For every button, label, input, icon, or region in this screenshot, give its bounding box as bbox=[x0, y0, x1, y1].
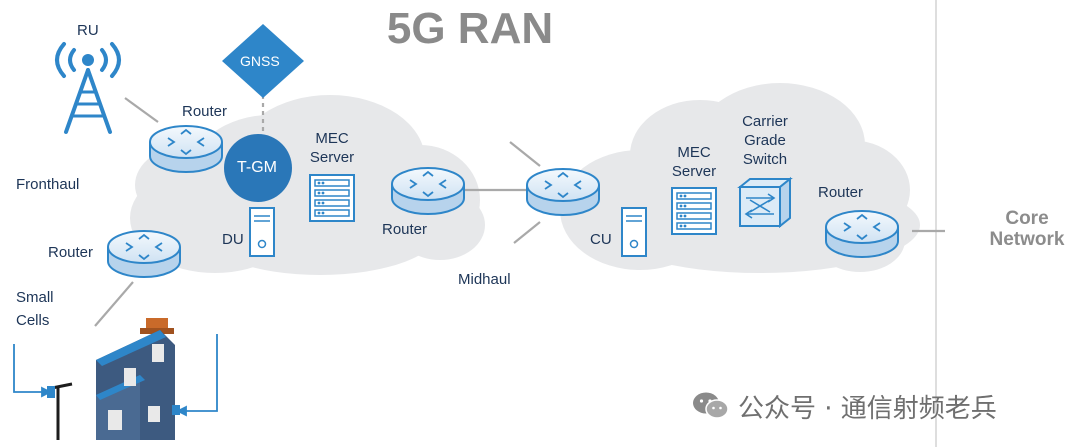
label-router-mid: Router bbox=[382, 221, 428, 238]
mec-server-left-icon bbox=[309, 174, 355, 222]
tgm-circle bbox=[224, 134, 292, 202]
router-left-cloud bbox=[391, 167, 465, 215]
wechat-icon bbox=[693, 392, 729, 419]
label-small-cells-line1: Small bbox=[16, 289, 54, 306]
label-core-network: Core Network bbox=[968, 208, 1080, 250]
router-fronthaul-top bbox=[149, 125, 223, 173]
label-midhaul: Midhaul bbox=[458, 271, 511, 288]
label-mec-left-line2: Server bbox=[309, 149, 355, 166]
mec-server-right-icon bbox=[671, 187, 717, 235]
router-midhaul bbox=[526, 168, 600, 216]
label-carrier-line2: Grade bbox=[744, 132, 786, 149]
watermark-text: 公众号 · 通信射频老兵 bbox=[738, 394, 997, 424]
diagram-title: 5G RAN bbox=[386, 4, 554, 53]
router-small-cells bbox=[107, 230, 181, 278]
label-router-left: Router bbox=[48, 244, 94, 261]
ru-antenna-icon bbox=[55, 42, 121, 134]
links bbox=[94, 95, 945, 327]
label-carrier-line3: Switch bbox=[742, 151, 788, 168]
label-du: DU bbox=[222, 231, 244, 248]
label-ru: RU bbox=[77, 22, 99, 39]
small-cells-building-icon bbox=[96, 318, 180, 440]
carrier-switch-icon bbox=[737, 176, 793, 229]
label-router-top: Router bbox=[182, 103, 228, 120]
label-mec-left-line1: MEC bbox=[315, 130, 349, 147]
small-cell-arrows bbox=[13, 334, 218, 417]
router-core bbox=[825, 210, 899, 258]
label-core-line1: Core bbox=[1005, 208, 1049, 229]
label-cu: CU bbox=[590, 231, 612, 248]
label-small-cells-line2: Cells bbox=[16, 312, 50, 329]
label-core-line2: Network bbox=[989, 229, 1065, 250]
label-mec-right-line1: MEC bbox=[677, 144, 711, 161]
label-gnss: GNSS bbox=[240, 53, 280, 69]
cu-tower-icon bbox=[621, 207, 647, 257]
label-fronthaul: Fronthaul bbox=[16, 176, 80, 193]
label-mec-right-line2: Server bbox=[671, 163, 717, 180]
label-tgm: T-GM bbox=[237, 159, 277, 176]
du-tower-icon bbox=[249, 207, 275, 257]
label-router-right: Router bbox=[818, 184, 864, 201]
label-carrier-line1: Carrier bbox=[742, 113, 788, 130]
gnss-diamond bbox=[222, 24, 304, 98]
